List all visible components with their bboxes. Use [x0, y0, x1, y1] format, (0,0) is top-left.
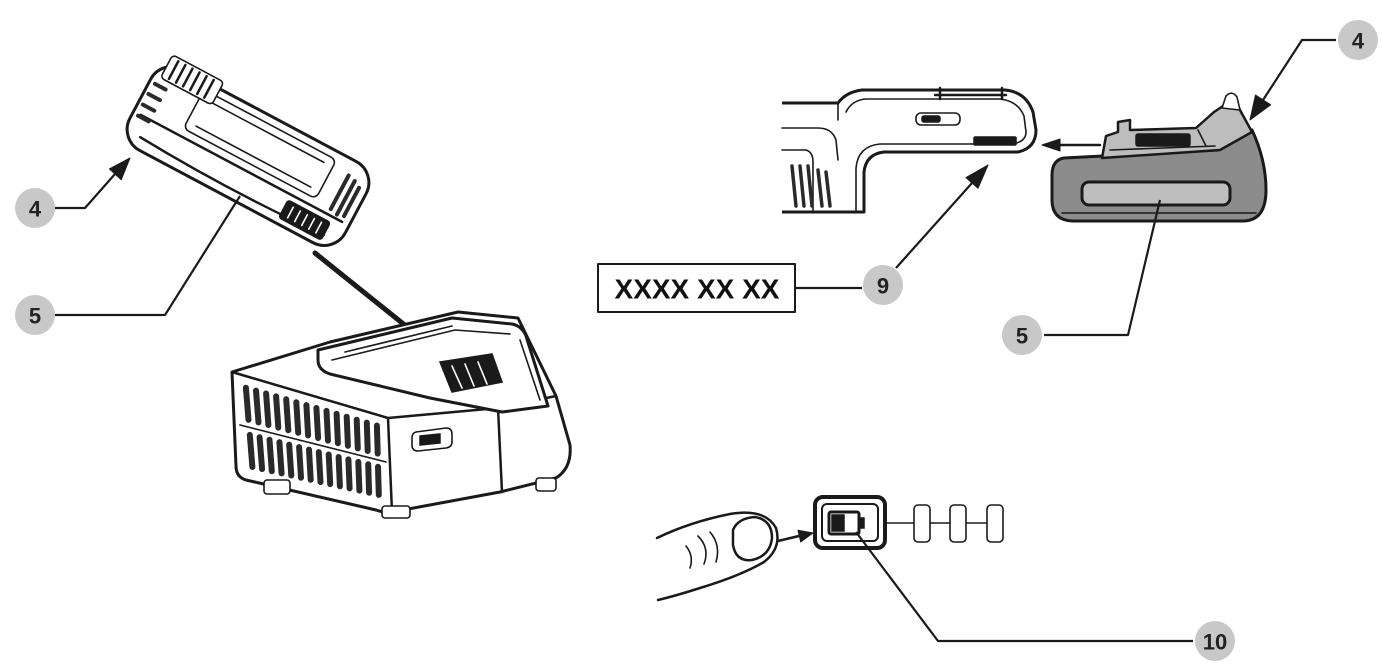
callout-number: 5 — [29, 304, 41, 329]
tool-switch — [915, 112, 961, 126]
callout-right-battery-pack: 5 — [1002, 199, 1162, 355]
tool-grip-ridges — [790, 164, 832, 208]
tool-housing-inner-edge — [845, 98, 1027, 213]
charger-rails — [331, 325, 541, 401]
callout-number: 5 — [1016, 324, 1028, 349]
tool-cutaway-lines — [781, 102, 839, 213]
callout-number: 4 — [1352, 29, 1365, 54]
charger-slot-ribs — [451, 361, 488, 389]
battery-rail-slot — [1135, 133, 1191, 147]
charger-vents — [242, 384, 382, 498]
charger-vent-divider — [239, 424, 387, 463]
battery-top-panel-inner — [195, 100, 325, 188]
battery-terminal — [278, 200, 331, 240]
attach-battery-arrow — [1041, 138, 1102, 152]
finger — [655, 511, 779, 602]
finger-outline — [655, 511, 779, 602]
fingernail — [731, 515, 774, 562]
rating-label-text: XXXX XX XX — [615, 274, 780, 305]
battery-end-vents-left — [136, 81, 168, 124]
left-battery-pack — [125, 55, 371, 247]
battery-rail-ribs — [161, 55, 224, 105]
rating-label-box: XXXX XX XX — [597, 263, 796, 313]
charger-indicator-button — [411, 427, 453, 452]
callout-charge-indicator: 10 — [855, 531, 1235, 661]
tool-housing — [782, 88, 1038, 214]
charger — [230, 310, 572, 519]
tool-rating-plate — [973, 136, 1017, 146]
battery-top-panel — [184, 90, 336, 198]
callout-number: 4 — [29, 197, 42, 222]
callout-left-battery-pack: 5 — [15, 195, 241, 335]
finger-wrinkles — [685, 531, 719, 569]
charge-led-1 — [913, 504, 931, 543]
callout-tool-rating-label: 9 — [795, 164, 989, 305]
callout-number: 10 — [1203, 630, 1227, 655]
callout-number: 9 — [877, 274, 889, 299]
charger-cradle — [316, 316, 550, 414]
battery-latch — [1221, 92, 1241, 111]
battery-side-window — [1080, 180, 1232, 207]
battery-rail-details — [1109, 129, 1216, 151]
charge-indicator-button — [813, 495, 887, 550]
callout-right-battery-release: 4 — [1249, 20, 1378, 121]
charge-level-leds — [885, 504, 1004, 543]
tool-top-rail — [933, 86, 1008, 101]
battery-icon — [827, 510, 865, 536]
battery-end-vents-right — [328, 173, 362, 219]
charge-led-2 — [949, 504, 967, 543]
charge-led-3 — [986, 504, 1004, 543]
power-tool-body — [781, 86, 1038, 214]
callout-left-battery-release: 4 — [15, 157, 131, 228]
charger-feet — [263, 477, 557, 519]
right-battery-pack — [1050, 92, 1268, 223]
press-button-arrow — [776, 529, 814, 543]
